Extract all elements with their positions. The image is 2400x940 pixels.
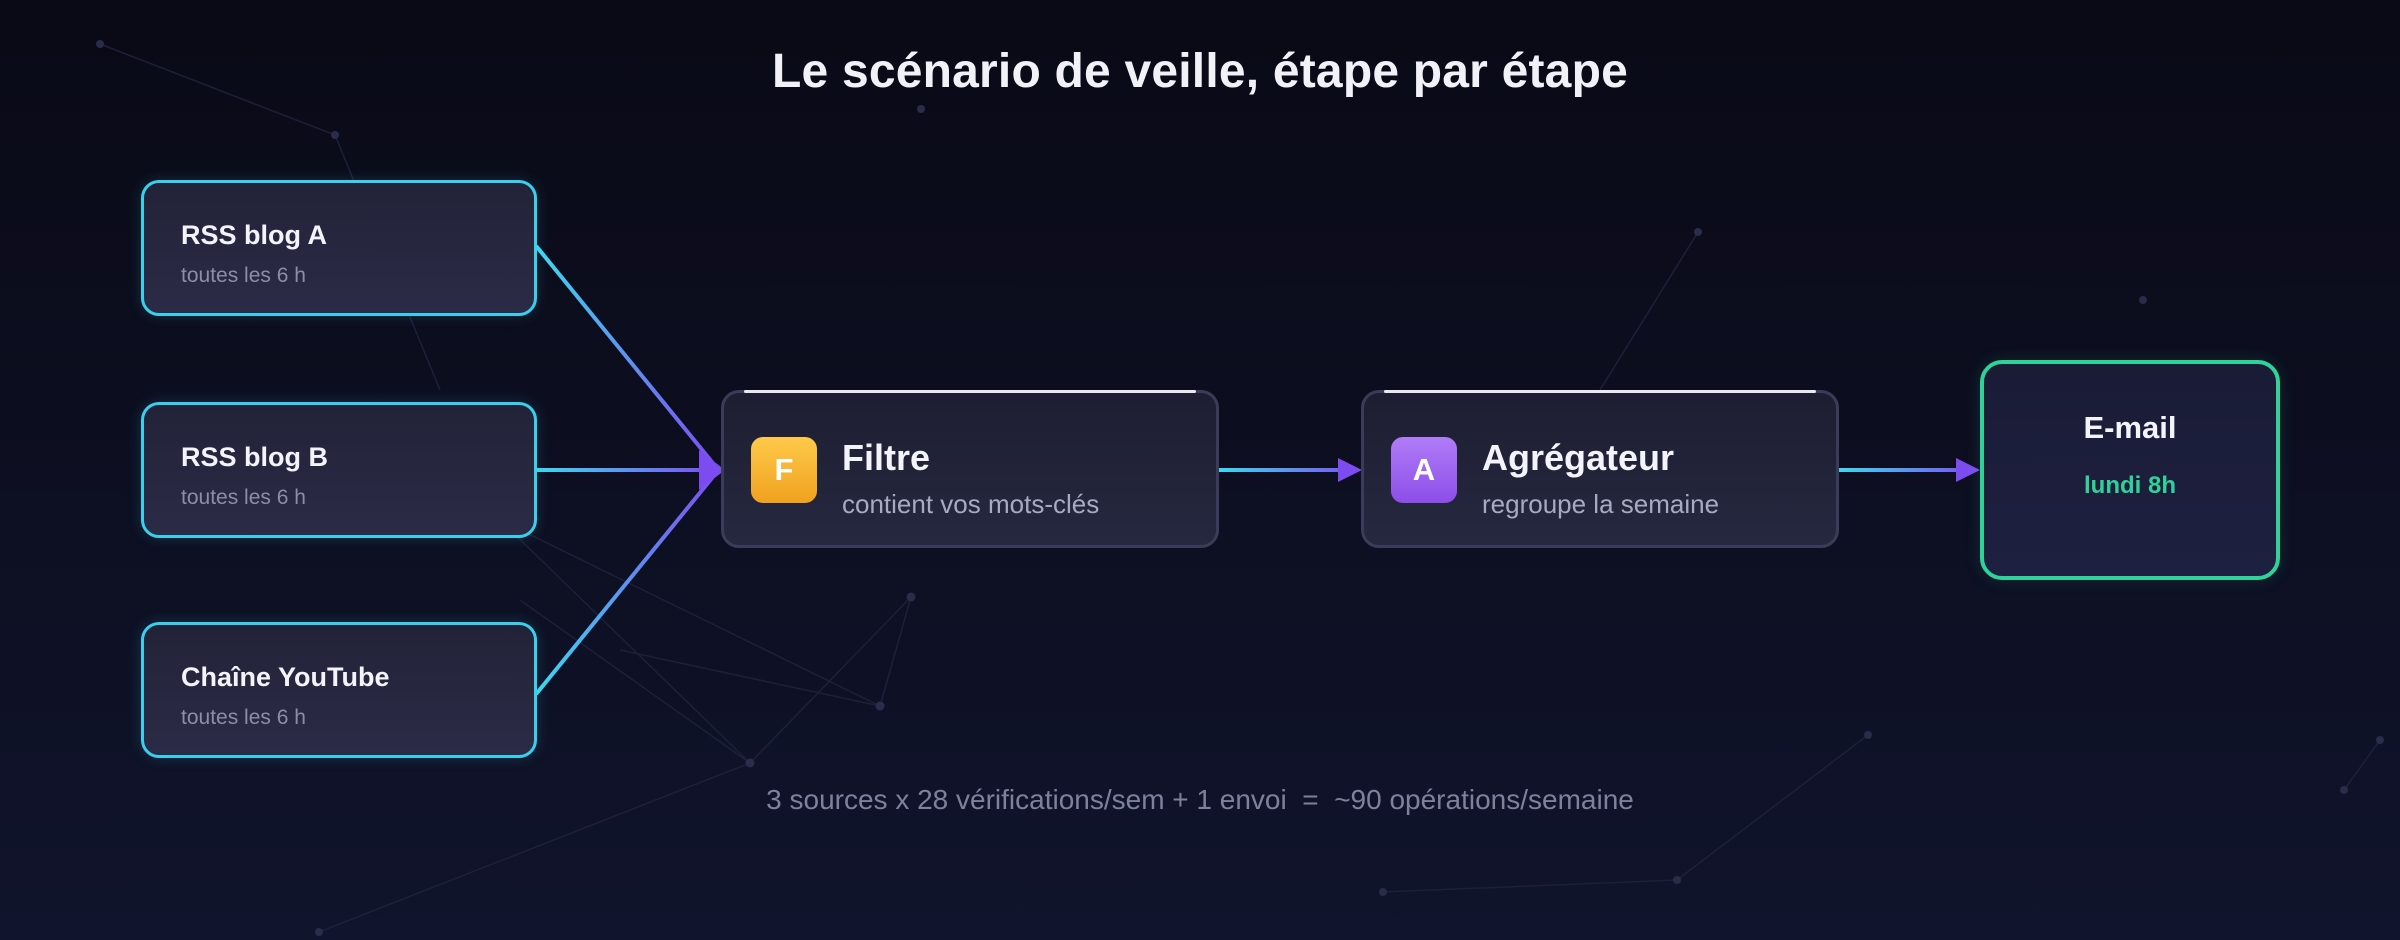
source-frequency: toutes les 6 h — [181, 264, 306, 287]
source-name: RSS blog B — [181, 442, 328, 472]
step-description: regroupe la semaine — [1482, 489, 1720, 519]
edge-rss-a-to-filtre — [535, 245, 714, 464]
destination-schedule: lundi 8h — [2084, 472, 2176, 499]
source-frequency: toutes les 6 h — [181, 706, 306, 729]
operations-formula: 3 sources x 28 vérifications/sem + 1 env… — [766, 784, 1634, 815]
arrowhead-icon — [1338, 458, 1362, 482]
step-label: Agrégateur — [1482, 437, 1675, 478]
step-label: Filtre — [842, 437, 931, 478]
arrowhead-icon — [1956, 458, 1980, 482]
source-node-rss-blog-a: RSS blog A toutes les 6 h — [141, 180, 537, 316]
step-node-agregateur: A Agrégateur regroupe la semaine — [1361, 390, 1839, 548]
destination-name: E-mail — [2083, 410, 2177, 445]
step-node-filtre: F Filtre contient vos mots-clés — [721, 390, 1219, 548]
source-frequency: toutes les 6 h — [181, 486, 306, 509]
source-name: Chaîne YouTube — [181, 662, 390, 692]
edge-youtube-to-filtre — [535, 476, 714, 695]
source-name: RSS blog A — [181, 220, 327, 250]
source-node-youtube-channel: Chaîne YouTube toutes les 6 h — [141, 622, 537, 758]
aggregator-badge-icon: A — [1391, 437, 1457, 503]
step-description: contient vos mots-clés — [842, 489, 1100, 519]
destination-node-email: E-mail lundi 8h — [1980, 360, 2280, 580]
diagram-title: Le scénario de veille, étape par étape — [772, 45, 1628, 98]
source-node-rss-blog-b: RSS blog B toutes les 6 h — [141, 402, 537, 538]
step-accent-line — [744, 390, 1196, 393]
arrowhead-icon — [699, 450, 725, 490]
filter-badge-icon: F — [751, 437, 817, 503]
step-accent-line — [1384, 390, 1816, 393]
